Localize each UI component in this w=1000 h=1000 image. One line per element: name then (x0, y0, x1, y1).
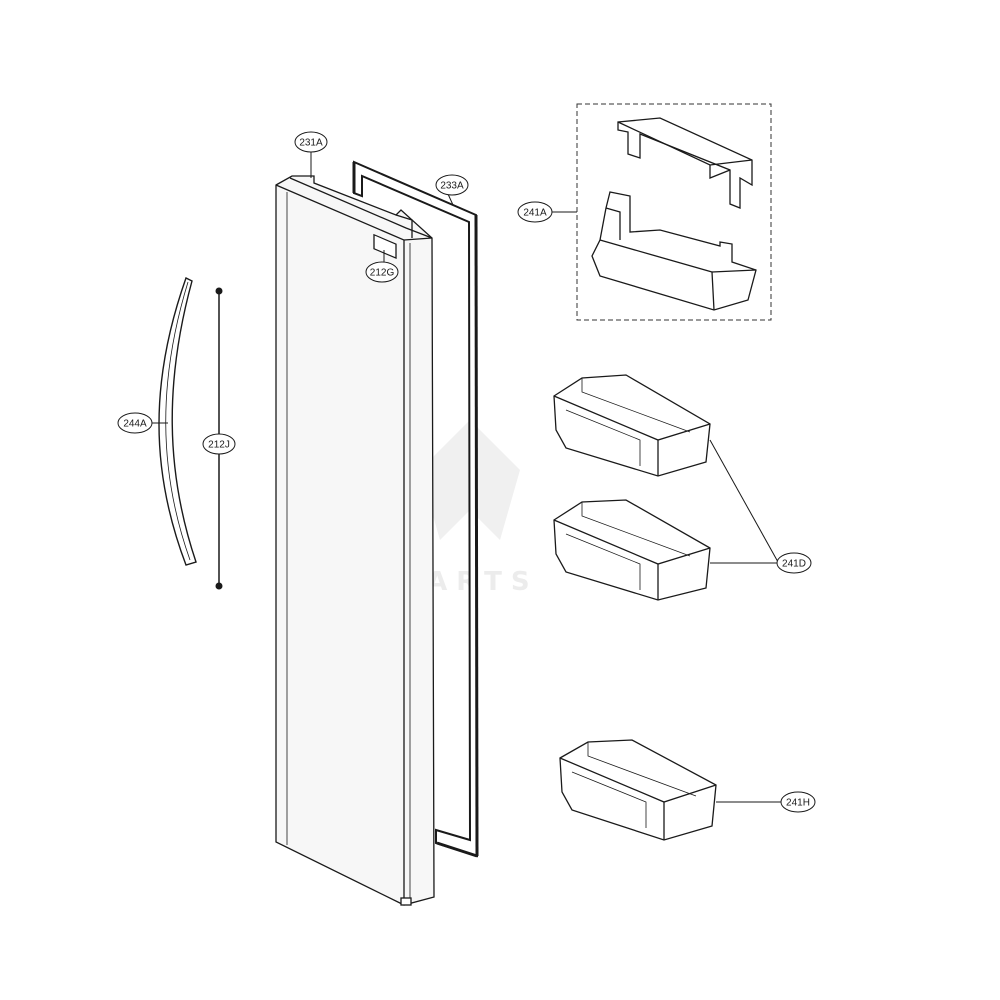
leader-233A (447, 193, 454, 206)
top-bin-cover (617, 117, 753, 209)
door-bottom-hinge (400, 897, 412, 906)
top-bin-tray (591, 191, 757, 311)
callout-241H: 241H (780, 791, 816, 813)
callout-label-212G: 212G (370, 268, 395, 279)
callout-label-231A: 231A (299, 138, 323, 149)
callout-233A: 233A (435, 174, 469, 196)
door-panel (275, 175, 435, 906)
callout-241D: 241D (776, 552, 812, 574)
callout-label-212J: 212J (208, 440, 230, 451)
callout-label-241H: 241H (786, 798, 810, 809)
callout-231A: 231A (294, 131, 328, 153)
callout-label-244A: 244A (123, 419, 147, 430)
middle-bin-lower (553, 499, 711, 601)
callout-212J: 212J (202, 433, 236, 455)
callout-label-241D: 241D (782, 559, 806, 570)
leader-241D-upper (709, 439, 779, 563)
callout-244A: 244A (117, 412, 153, 434)
leader-lines (152, 152, 782, 803)
door-gasket (352, 160, 479, 858)
door-handle (158, 277, 197, 566)
callout-label-241A: 241A (523, 208, 547, 219)
door-cap-marker (373, 233, 397, 260)
bottom-bin (559, 739, 717, 841)
middle-bin-upper (553, 374, 711, 477)
callout-label-233A: 233A (440, 181, 464, 192)
callout-212G: 212G (365, 261, 399, 283)
callout-241A: 241A (517, 201, 553, 223)
